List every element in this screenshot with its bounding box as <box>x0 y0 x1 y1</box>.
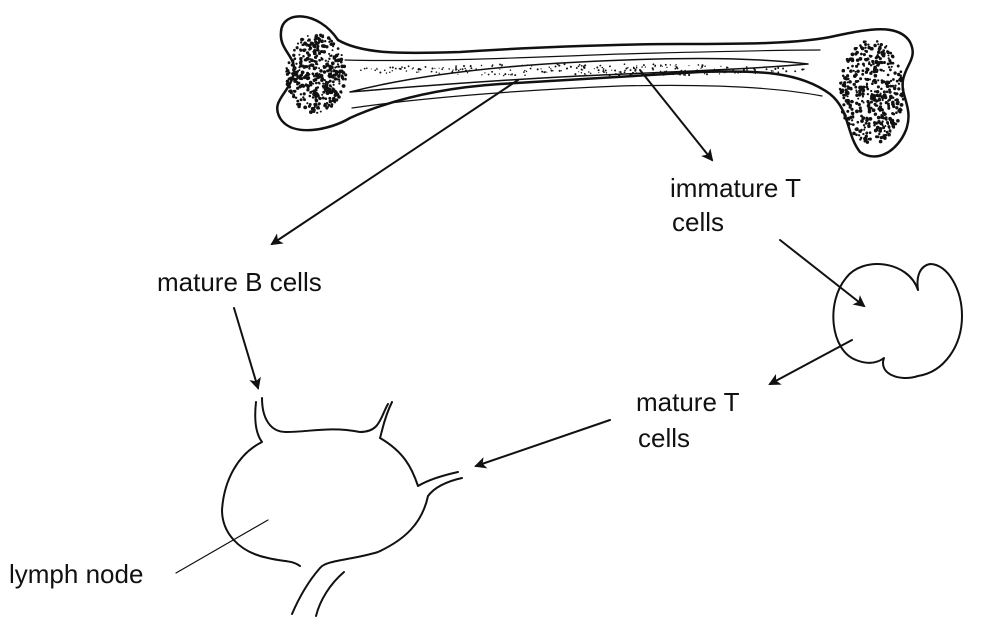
lymph-node-leader-line <box>176 520 268 573</box>
arrow-mature-t-cells-to-lymph-node <box>476 420 610 466</box>
label-lymph-node: lymph node <box>9 558 143 590</box>
arrow-thymus-to-mature-t-cells <box>770 340 852 384</box>
bone-cortex-line-lower <box>352 85 822 108</box>
label-immature-t-cells-line2: cells <box>672 206 724 238</box>
thymus-outline <box>833 264 962 378</box>
arrow-bone-to-immature-t-cells <box>640 70 712 160</box>
arrow-mature-b-cells-to-lymph-node <box>234 308 258 388</box>
label-mature-t-cells-line1: mature T <box>636 386 740 418</box>
label-mature-t-cells-line2: cells <box>638 422 690 454</box>
bone-illustration <box>277 16 912 156</box>
label-mature-b-cells: mature B cells <box>157 266 322 298</box>
lymph-node-outline <box>222 398 462 616</box>
label-immature-t-cells-line1: immature T <box>670 172 801 204</box>
lymph-node-illustration <box>222 398 462 616</box>
